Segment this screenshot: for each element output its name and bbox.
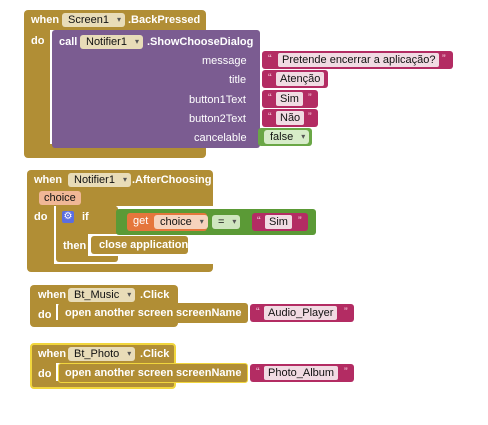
- gear-icon[interactable]: ⚙: [62, 211, 74, 223]
- event-name-label: .BackPressed: [128, 14, 201, 26]
- close-application-block[interactable]: [91, 236, 188, 254]
- event-name-label: .AfterChoosing: [132, 174, 212, 186]
- when-label: when: [38, 348, 67, 360]
- call-notifier-showchoosedialog-block[interactable]: [52, 30, 260, 148]
- screenname-string-field[interactable]: Audio_Player: [264, 306, 338, 320]
- text-block-message[interactable]: “ Pretende encerrar a aplicação? ”: [262, 51, 453, 69]
- chevron-down-icon: ▾: [199, 217, 204, 226]
- text-block-audio-player[interactable]: “ Audio_Player ”: [250, 304, 354, 322]
- do-label: do: [34, 211, 48, 223]
- chevron-down-icon: ▾: [301, 132, 306, 141]
- boolean-dropdown[interactable]: false▾: [264, 130, 310, 144]
- do-label: do: [31, 35, 45, 47]
- message-string-field[interactable]: Pretende encerrar a aplicação?: [278, 53, 440, 67]
- component-dropdown-notifier1[interactable]: Notifier1▾: [68, 173, 131, 187]
- param-message-label: message: [202, 55, 247, 67]
- get-label: get: [133, 215, 149, 227]
- when-label: when: [31, 14, 60, 26]
- then-label: then: [63, 240, 87, 252]
- text-block-title[interactable]: “ Atenção ”: [262, 70, 328, 88]
- quote-close-icon: ”: [442, 53, 446, 65]
- variable-dropdown-choice[interactable]: choice▾: [154, 215, 208, 229]
- compare-string-field[interactable]: Sim: [265, 215, 292, 229]
- quote-close-icon: ”: [298, 215, 302, 227]
- param-title-label: title: [229, 74, 247, 86]
- do-label: do: [38, 368, 52, 380]
- open-another-screen-block[interactable]: [58, 303, 248, 323]
- open-another-screen-block[interactable]: [58, 363, 248, 383]
- quote-open-icon: “: [268, 53, 272, 65]
- close-application-label: close application: [99, 239, 189, 251]
- param-cancelable-label: cancelable: [194, 132, 247, 144]
- screenname-param-label: screenName: [176, 307, 242, 319]
- quote-open-icon: “: [268, 72, 272, 84]
- button2-string-field[interactable]: Não: [276, 111, 305, 125]
- if-label: if: [82, 211, 89, 223]
- quote-open-icon: “: [257, 215, 261, 227]
- event-name-label: .Click: [140, 348, 170, 360]
- quote-close-icon: ”: [308, 92, 312, 104]
- text-block-compare[interactable]: “ Sim ”: [252, 213, 308, 231]
- open-another-screen-label: open another screen: [65, 367, 174, 379]
- do-label: do: [38, 309, 52, 321]
- param-button1text-label: button1Text: [189, 94, 246, 106]
- when-label: when: [34, 174, 63, 186]
- title-string-field[interactable]: Atenção: [276, 72, 325, 86]
- when-label: when: [38, 289, 67, 301]
- text-block-button1[interactable]: “ Sim ”: [262, 90, 318, 108]
- param-button2text-label: button2Text: [189, 113, 246, 125]
- quote-close-icon: ”: [344, 306, 348, 318]
- chevron-down-icon: ▾: [116, 15, 121, 24]
- button1-string-field[interactable]: Sim: [276, 92, 303, 106]
- chevron-down-icon: ▾: [134, 37, 139, 46]
- quote-close-icon: ”: [344, 366, 348, 378]
- screenname-param-label: screenName: [176, 367, 242, 379]
- call-label: call: [59, 36, 78, 48]
- chevron-down-icon: ▾: [122, 175, 127, 184]
- event-param-choice[interactable]: choice: [39, 191, 81, 205]
- method-name-label: .ShowChooseDialog: [147, 36, 254, 48]
- operator-dropdown[interactable]: =▾: [212, 215, 241, 229]
- component-dropdown-screen1[interactable]: Screen1▾: [62, 13, 125, 27]
- quote-open-icon: “: [268, 92, 272, 104]
- screenname-string-field[interactable]: Photo_Album: [264, 366, 339, 380]
- logic-block-false[interactable]: false▾: [258, 128, 312, 146]
- open-another-screen-label: open another screen: [65, 307, 174, 319]
- chevron-down-icon: ▾: [232, 217, 237, 226]
- chevron-down-icon: ▾: [127, 290, 132, 299]
- quote-open-icon: “: [256, 306, 260, 318]
- quote-close-icon: ”: [308, 111, 312, 123]
- component-dropdown-notifier1[interactable]: Notifier1▾: [80, 35, 143, 49]
- component-dropdown-bt-music[interactable]: Bt_Music▾: [68, 288, 136, 302]
- event-name-label: .Click: [140, 289, 170, 301]
- component-dropdown-bt-photo[interactable]: Bt_Photo▾: [68, 347, 136, 361]
- text-block-button2[interactable]: “ Não ”: [262, 109, 318, 127]
- quote-open-icon: “: [268, 111, 272, 123]
- quote-open-icon: “: [256, 366, 260, 378]
- chevron-down-icon: ▾: [127, 349, 132, 358]
- quote-close-icon: ”: [319, 72, 323, 84]
- text-block-photo-album[interactable]: “ Photo_Album ”: [250, 364, 354, 382]
